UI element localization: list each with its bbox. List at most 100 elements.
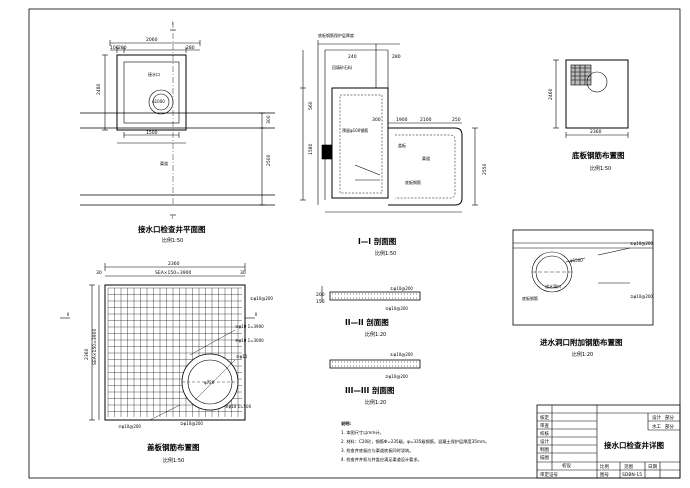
- tb-row-4: 制图: [540, 446, 549, 453]
- plan-dim-right-a: 300: [266, 115, 272, 124]
- sec2-title: II—II 剖面图: [345, 317, 389, 327]
- tb-no-value: SDBN-15: [622, 472, 642, 478]
- title-block: [536, 404, 681, 479]
- cover-section-mark-left: II: [67, 312, 69, 317]
- sec3-title: III—III 剖面图: [345, 385, 395, 395]
- cover-rebar-r7: ⑦φ10@200: [118, 424, 141, 429]
- tb-row-1: 审查: [540, 422, 549, 429]
- cover-dim-top-detail: SEA×150=3900: [155, 270, 191, 276]
- cover-rebar-view: [60, 263, 255, 421]
- opening-rebar-2: ②φ10@200: [630, 294, 653, 299]
- tb-row-2: 校核: [540, 430, 549, 437]
- floor-rebar-view: [553, 59, 629, 138]
- sec1-bottom: 底板钢筋: [405, 179, 421, 185]
- cover-title: 盖板钢筋布置图: [147, 442, 200, 452]
- sec1-rebar-note: 预留φ100钢筋: [342, 127, 368, 133]
- sec3-scale: 比例1:20: [365, 399, 386, 406]
- plan-scale: 比例1:50: [162, 237, 183, 244]
- tb-scale-label: 比例: [600, 463, 609, 470]
- notes-line-3: 3. 检查井底板应与渠道底板同时浇筑。: [341, 447, 413, 454]
- notes-line-2: 2. 材料：C20砼，钢筋Φ=235级，φ=335级钢筋，混凝土保护层厚度35m…: [341, 438, 489, 445]
- cover-dim-30b: 30: [240, 270, 246, 276]
- plan-dim-top-left-a: 100: [110, 45, 119, 51]
- tb-date-label: 日期: [648, 464, 657, 470]
- sec2-rebar-1: ①φ10@200: [390, 286, 413, 291]
- tb-row-0: 核定: [540, 414, 549, 421]
- sec1-dim-1580: 1580: [308, 143, 314, 155]
- sec1-top-note: 底板钢筋保护层厚度: [318, 32, 354, 38]
- opening-title: 进水洞口附加钢筋布置图: [540, 337, 623, 347]
- cover-dim-left-h: 2360: [84, 348, 90, 360]
- floor-scale: 比例1:50: [590, 165, 611, 172]
- plan-pipe-dia: φ1000: [152, 99, 165, 104]
- plan-label-canal: 渠道: [160, 160, 168, 166]
- cover-rebar-r1: ①φ10@200: [250, 296, 273, 301]
- section-3-3: [329, 359, 421, 369]
- tb-approval: 审定证号: [540, 471, 558, 478]
- tb-top-right-0: 设计: [652, 414, 661, 421]
- floor-dim-h: 2460: [548, 88, 554, 100]
- tb-row-5: 描图: [540, 454, 549, 461]
- sec2-dim-b: 150: [316, 299, 325, 305]
- opening-scale: 比例1:20: [572, 351, 593, 358]
- plan-label-inlet: 接水口: [148, 71, 160, 77]
- sec2-dim-a: 200: [316, 292, 325, 298]
- tb-drawing-title: 接水口检查井详图: [604, 440, 664, 450]
- plan-dim-left-height: 2480: [96, 83, 102, 95]
- cover-hole-dia: φ720: [204, 380, 215, 385]
- sec1-dim-560: 560: [308, 101, 314, 110]
- cover-rebar-r3: ③φ10 1=3900: [235, 324, 264, 329]
- notes-line-4: 4. 检查井井框与井盖应满足渠道设计要求。: [341, 456, 422, 463]
- outer-frame: [28, 8, 681, 479]
- sec1-dim-240: 240: [348, 54, 357, 60]
- tb-proj-right-0: 水工: [652, 423, 661, 430]
- plan-dim-inner-bottom: 1500: [146, 130, 158, 136]
- sec2-rebar-2: ②φ10@200: [385, 306, 408, 311]
- notes-heading: 说明:: [341, 420, 351, 427]
- section-2-2: [321, 286, 421, 302]
- plan-dim-top-width: 2060: [146, 37, 158, 43]
- floor-dim-w: 2360: [590, 129, 602, 135]
- cover-dim-top-w: 2360: [168, 261, 180, 267]
- tb-scale-value: 见图: [624, 464, 633, 470]
- sec1-title: I—I 剖面图: [358, 236, 397, 246]
- tb-proj-right-1: 部分: [665, 423, 674, 430]
- plan-title: 接水口检查井平面图: [138, 224, 206, 234]
- cover-rebar-r6: ⑥φ10 1=500: [225, 404, 252, 409]
- cover-rebar-r4: ④φ10 1=3000: [235, 338, 264, 343]
- cover-dim-left-detail: SEA×150=3900: [92, 329, 98, 365]
- notes-line-1: 1. 本图尺寸以mm计。: [341, 429, 384, 436]
- plan-dim-top-left-b: 280: [118, 45, 127, 51]
- cover-dim-30a: 30: [96, 270, 102, 276]
- cover-section-mark-right: II: [255, 312, 257, 317]
- plan-dim-top-right: 280: [186, 45, 195, 51]
- sec3-rebar-1: ①φ10@200: [390, 352, 413, 357]
- sec2-scale: 比例1:20: [365, 331, 386, 338]
- sec3-rebar-2: ②φ10@200: [385, 374, 408, 379]
- section-1-1: [300, 40, 478, 213]
- tb-top-right-1: 部分: [665, 414, 674, 421]
- sec1-dim-2100: 2100: [420, 117, 432, 123]
- cover-rebar-r2: ②φ10@200: [180, 421, 203, 426]
- tb-stage: 初设: [562, 462, 571, 469]
- opening-canal: 底板钢筋: [522, 295, 538, 301]
- sec1-cover: 盖板: [398, 142, 406, 148]
- sec1-scale: 比例1:50: [375, 250, 396, 257]
- tb-no-label: 图号: [600, 472, 609, 478]
- sec1-dim-1900: 1900: [396, 117, 408, 123]
- plan-view: [80, 22, 275, 216]
- sec1-dim-250: 250: [452, 117, 461, 123]
- opening-rebar-1: ①φ10@200: [630, 241, 653, 246]
- opening-dia: φ1500: [570, 258, 583, 263]
- sec1-dim-2550: 2550: [482, 163, 488, 175]
- tb-row-3: 设计: [540, 438, 549, 445]
- plan-section-mark-top: I: [172, 21, 173, 26]
- cover-scale: 比例1:50: [163, 457, 184, 464]
- sec1-dim-300: 300: [372, 117, 381, 123]
- sec1-dim-280: 280: [392, 54, 401, 60]
- sec1-canal: 渠道: [422, 155, 430, 161]
- plan-section-mark-bottom: I: [172, 215, 173, 220]
- sec1-gravel: 回填砂石料: [332, 64, 352, 70]
